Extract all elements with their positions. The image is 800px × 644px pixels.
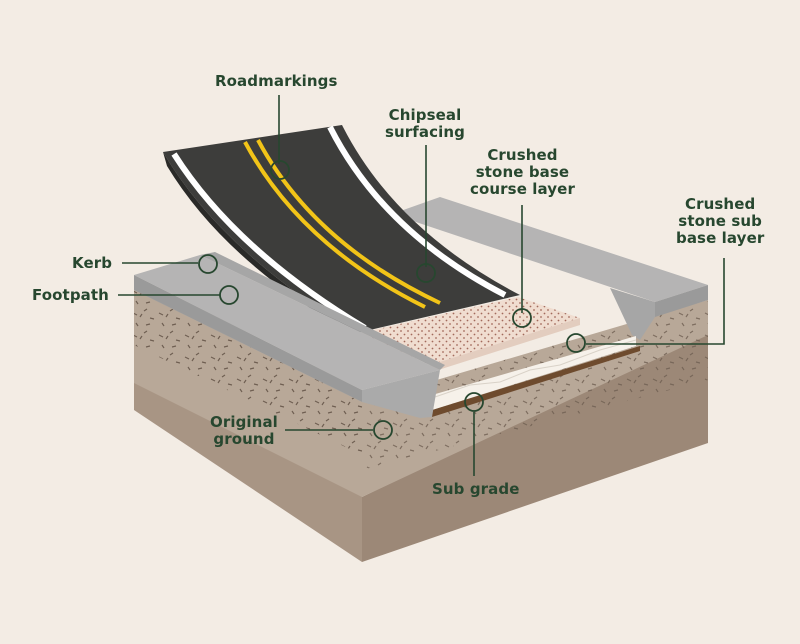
original-ground-label: Original ground: [210, 413, 278, 448]
chipseal-marker: [416, 263, 436, 283]
original-ground-marker: [373, 420, 393, 440]
left-footpath: [134, 255, 440, 390]
right-footpath: [392, 197, 708, 302]
road-edge-line-left: [171, 152, 367, 331]
kerb-label: Kerb: [72, 254, 113, 272]
base-course-label: Crushed stone base course layer: [470, 146, 575, 198]
right-footpath-side: [655, 285, 708, 317]
right-kerb: [610, 288, 655, 340]
topsoil-texture-left: [134, 290, 362, 455]
chipseal-label: Chipseal surfacing: [385, 106, 466, 141]
sub-grade-label: Sub grade: [432, 480, 520, 498]
footpath-label: Footpath: [32, 286, 109, 304]
sub-base-layer: [432, 336, 636, 410]
base-course-side: [430, 318, 580, 372]
left-footpath-side: [134, 275, 362, 402]
sub-grade-layer: [432, 346, 640, 417]
road-edge-line-right: [327, 125, 507, 298]
base-course-texture: [360, 297, 580, 365]
roadmarkings-label: Roadmarkings: [215, 72, 338, 90]
base-course-marker: [512, 308, 532, 328]
sub-base-label: Crushed stone sub base layer: [676, 195, 765, 247]
sub-base-marker: [566, 333, 586, 353]
roadmarkings-marker: [270, 160, 290, 180]
footpath-marker: [219, 285, 239, 305]
left-kerb-top: [200, 252, 445, 370]
leader-lines: [118, 95, 725, 476]
callout-markers: [198, 160, 586, 440]
kerb-marker: [198, 254, 218, 274]
sub-base-wave: [431, 339, 637, 399]
left-kerb-face: [362, 370, 440, 418]
sub-grade-marker: [464, 392, 484, 412]
center-line-1: [243, 141, 426, 309]
